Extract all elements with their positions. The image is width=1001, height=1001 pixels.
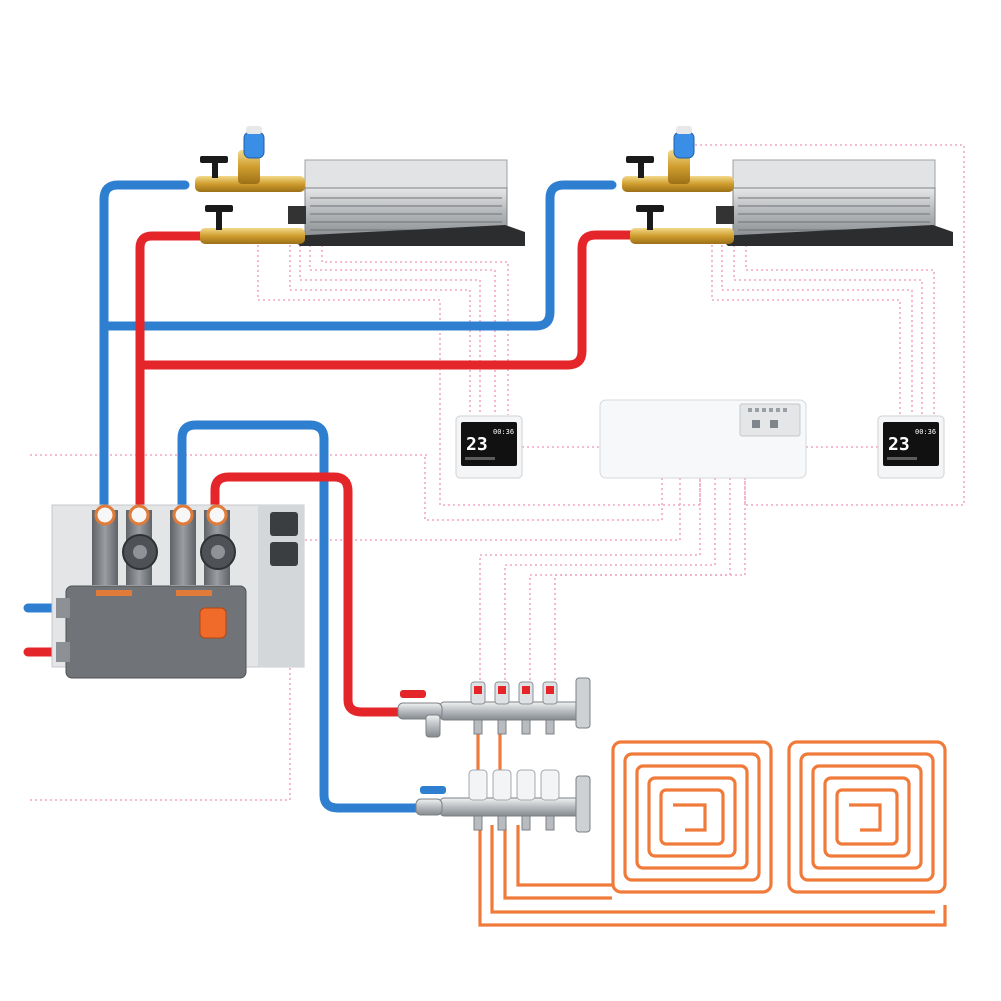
- return-pipe-main-horizontal: [99, 180, 617, 331]
- valve-handle-red-icon: [400, 690, 426, 698]
- thermostat-2-clock: 00:36: [915, 428, 936, 436]
- gauge-icon: [128, 504, 150, 526]
- wire-fancoil2-a: [711, 240, 901, 415]
- fan-coil-unit-icon: [288, 159, 525, 246]
- valve-handle-blue-icon: [420, 786, 446, 794]
- wire-fancoil1-e: [321, 240, 509, 415]
- mixing-actuator-icon: [199, 607, 227, 639]
- floor-feeder-4: [516, 825, 612, 887]
- gauge-icon: [172, 504, 194, 526]
- fan-coil-unit-2: [622, 126, 953, 246]
- floor-feeder-2: [490, 825, 935, 914]
- underfloor-heating-loops: [476, 720, 947, 927]
- supply-pipe-manifold: [210, 472, 405, 717]
- underfloor-manifold: [397, 677, 591, 833]
- thermostat-screen: [461, 422, 517, 466]
- wire-controller-pump-a: [424, 455, 663, 521]
- supply-pipe-fancoil1: [135, 231, 215, 510]
- actuator-blue-icon: [243, 131, 265, 159]
- thermostat-1-clock: 00:36: [493, 428, 514, 436]
- zone-actuator-icon: [468, 769, 560, 801]
- ball-valve-icon: [200, 228, 305, 244]
- mixing-pump-station-icon: [56, 504, 298, 679]
- wiring-center-controller: [599, 399, 807, 479]
- wire-fancoil2-d: [745, 240, 935, 415]
- room-thermostat-2[interactable]: 23 00:36: [877, 415, 945, 479]
- wire-controller-manifold-a: [479, 478, 701, 680]
- wire-outer-right: [695, 144, 965, 506]
- mixing-pump-station: [51, 504, 305, 679]
- floor-feeder-3: [503, 825, 612, 900]
- actuator-blue-icon: [673, 131, 695, 159]
- return-pipe-fancoil1: [99, 180, 190, 510]
- wire-fancoil1-b: [289, 240, 471, 415]
- wire-fancoil2-c: [733, 240, 923, 415]
- fan-coil-unit-icon: [716, 159, 953, 246]
- fan-coil-2-valves: [622, 126, 734, 244]
- room-thermostat-1[interactable]: 23 00:36: [455, 415, 523, 479]
- wire-controller-manifold-b: [504, 478, 716, 680]
- thermostat-2-temperature: 23: [888, 434, 910, 455]
- wire-controller-manifold-d: [554, 478, 746, 680]
- ball-valve-icon: [415, 798, 443, 816]
- flow-meter-icon: [470, 681, 558, 705]
- ball-valve-icon: [630, 228, 734, 244]
- valve-handle-icon: [626, 156, 664, 230]
- return-pipe-manifold: [177, 420, 425, 813]
- signal-wiring: [30, 144, 965, 801]
- floor-feeder-1: [478, 825, 947, 927]
- pipework: [23, 180, 635, 813]
- fan-coil-1-valves: [195, 126, 305, 244]
- floor-loop-right: [787, 740, 947, 894]
- thermostat-1-temperature: 23: [466, 434, 488, 455]
- floor-loop-left: [611, 740, 773, 894]
- fan-coil-unit-1: [195, 126, 525, 246]
- valve-handle-icon: [200, 156, 233, 230]
- gauge-icon: [206, 504, 228, 526]
- wire-fancoil1-d: [309, 240, 496, 415]
- thermostat-screen: [883, 422, 939, 466]
- gauge-icon: [94, 504, 116, 526]
- wire-controller-pump-b: [299, 478, 681, 580]
- supply-pipe-main-horizontal: [135, 230, 635, 370]
- wire-fancoil1-c: [299, 240, 481, 415]
- wire-fancoil1-a: [257, 240, 701, 506]
- wire-fancoil2-b: [721, 240, 913, 415]
